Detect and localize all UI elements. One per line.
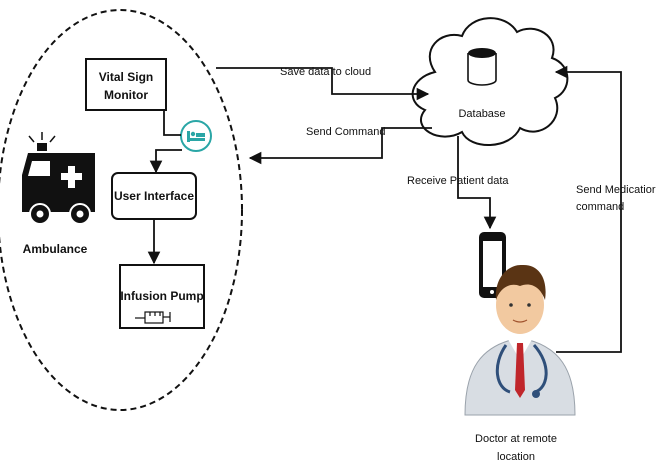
sensor-to-ui-arrow <box>149 149 182 174</box>
receive-patient-label: Receive Patient data <box>407 175 509 187</box>
receive-patient-arrow <box>457 136 497 230</box>
send-medication-arrow <box>554 65 622 353</box>
ambulance-label: Ambulance <box>23 242 88 256</box>
database-label: Database <box>458 108 505 120</box>
user-interface-node: User Interface <box>111 172 197 220</box>
ambulance-boundary <box>0 9 243 411</box>
save-data-label: Save data to cloud <box>280 66 371 78</box>
ambulance-icon <box>22 132 95 225</box>
infusion-pump-label: Infusion Pump <box>120 289 203 303</box>
syringe-icon <box>135 311 171 324</box>
vital-sign-monitor-node: Vital Sign Monitor <box>85 58 167 111</box>
send-command-label: Send Command <box>306 126 386 138</box>
doctor-label-line1: Doctor at remote <box>475 433 557 445</box>
database-icon <box>467 48 497 86</box>
monitor-to-sensor-line <box>163 110 181 136</box>
vital-sign-monitor-label-line1: Vital Sign <box>99 70 153 84</box>
user-interface-label: User Interface <box>114 189 194 203</box>
infusion-pump-node: Infusion Pump <box>119 264 205 329</box>
send-command-arrow <box>248 127 432 165</box>
doctor-label-line2: location <box>497 451 535 463</box>
send-medication-label-line2: command <box>576 201 624 213</box>
send-medication-label-line1: Send Medicatior <box>576 184 656 196</box>
vital-sign-monitor-label-line2: Monitor <box>104 88 148 102</box>
doctor-icon <box>464 264 576 416</box>
bed-monitor-icon <box>180 120 212 152</box>
save-data-arrow <box>216 67 430 101</box>
